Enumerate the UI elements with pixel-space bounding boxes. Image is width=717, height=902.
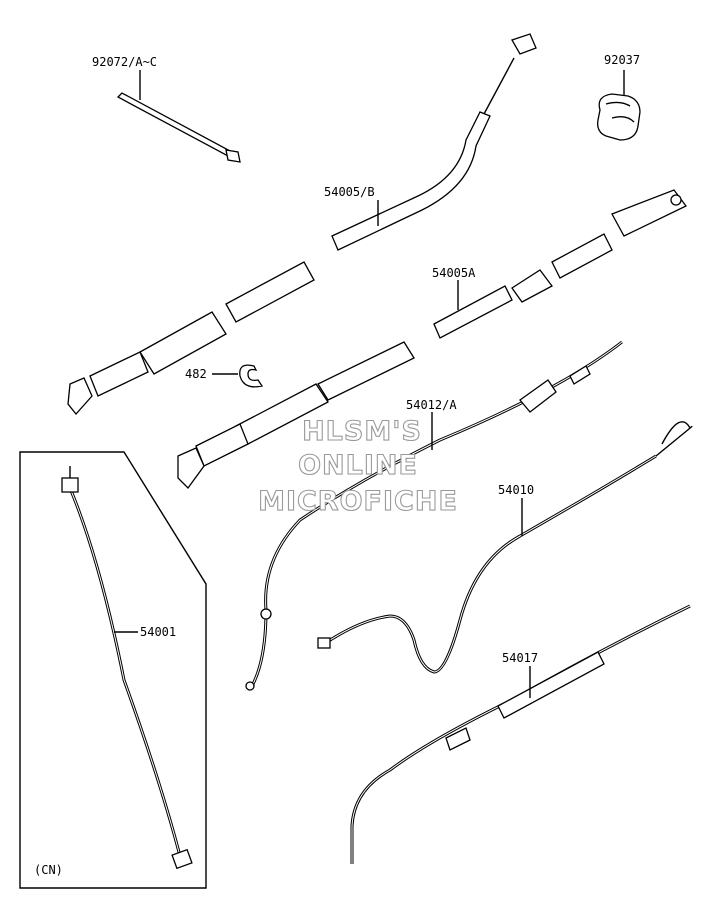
inset-cn-frame xyxy=(19,451,207,889)
label-54010: 54010 xyxy=(498,483,534,497)
label-482: 482 xyxy=(185,367,207,381)
label-54012a: 54012/A xyxy=(406,398,457,412)
speedometer-cable-part[interactable] xyxy=(61,466,193,870)
cable-54010-part[interactable] xyxy=(317,421,693,674)
cable-54017-part[interactable] xyxy=(350,604,691,864)
upper-brake-cable-part[interactable] xyxy=(67,261,315,416)
cable-54012a-part[interactable] xyxy=(245,340,623,691)
cable-54005a-part[interactable] xyxy=(433,189,687,339)
watermark-line-1: HLSM'S xyxy=(302,416,422,447)
label-54001: 54001 xyxy=(140,625,176,639)
label-inset-cn: (CN) xyxy=(34,863,63,877)
clamp-part[interactable] xyxy=(597,70,641,141)
cable-54005b-part[interactable] xyxy=(331,33,537,251)
cable-tie-part[interactable] xyxy=(116,70,241,163)
label-92072: 92072/A~C xyxy=(92,55,157,69)
watermark-line-2: ONLINE xyxy=(298,450,418,481)
label-54005b: 54005/B xyxy=(324,185,375,199)
label-92037: 92037 xyxy=(604,53,640,67)
lower-brake-cable-part[interactable] xyxy=(177,341,415,489)
label-54005a: 54005A xyxy=(432,266,476,280)
watermark-line-3: MICROFICHE xyxy=(258,486,458,517)
label-54017: 54017 xyxy=(502,651,538,665)
clip-482-part[interactable] xyxy=(212,364,264,388)
